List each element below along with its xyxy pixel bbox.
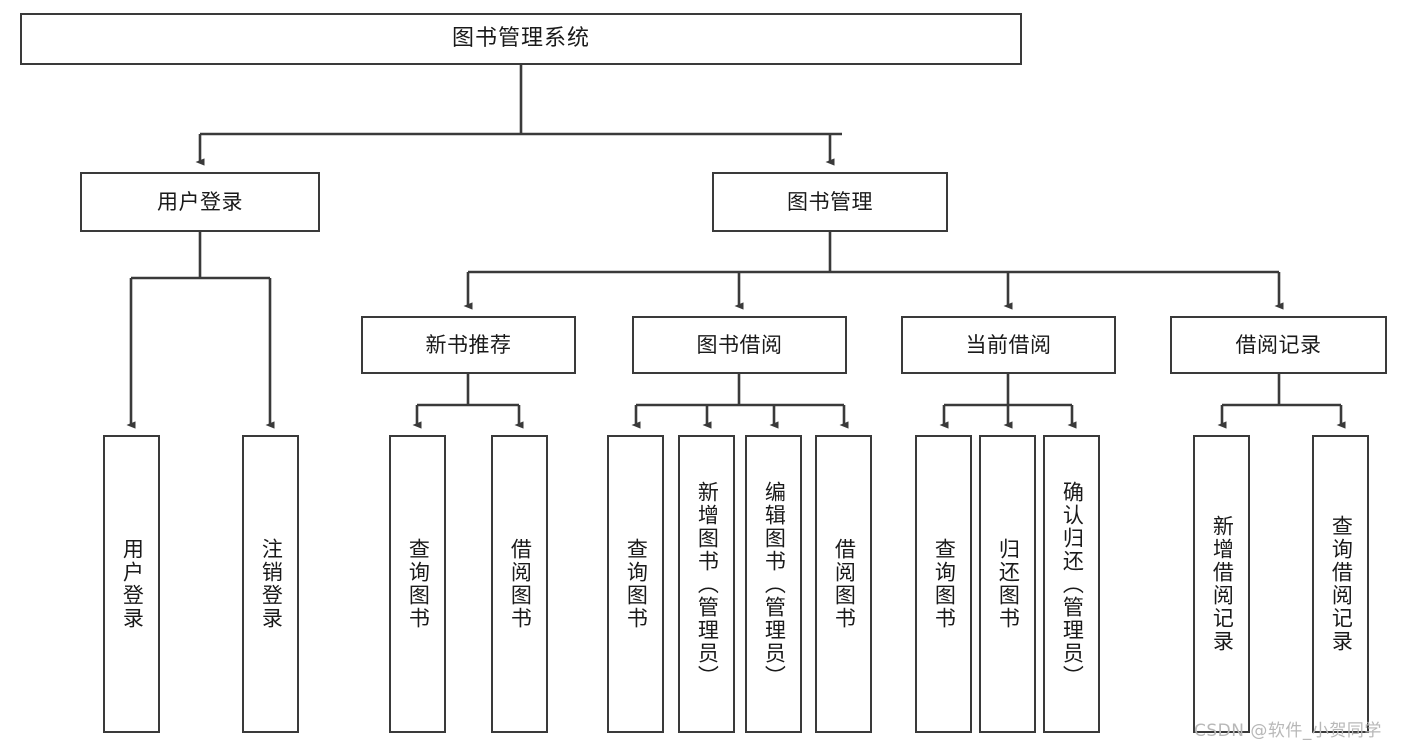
node-label: 新增借阅记录 [1210, 515, 1235, 653]
node-label: 查询借阅记录 [1329, 515, 1354, 653]
node-label: 归还图书 [996, 538, 1021, 630]
node-label: 注销登录 [259, 538, 284, 630]
leaf-borrow-borrow-book[interactable]: 借阅图书 [815, 435, 872, 733]
node-label: 新增图书（管理员） [695, 480, 720, 688]
node-label: 编辑图书（管理员） [762, 480, 787, 688]
leaf-records-add-record[interactable]: 新增借阅记录 [1193, 435, 1250, 733]
node-label: 图书借阅 [696, 332, 783, 357]
node-label: 借阅图书 [832, 538, 857, 630]
watermark-text: CSDN @软件_小贺同学 [1194, 721, 1382, 741]
node-label: 借阅图书 [508, 538, 533, 630]
node-user-login[interactable]: 用户登录 [80, 172, 320, 232]
node-new-book-recommend[interactable]: 新书推荐 [361, 316, 576, 374]
node-current-borrow[interactable]: 当前借阅 [901, 316, 1116, 374]
leaf-current-query-book[interactable]: 查询图书 [915, 435, 972, 733]
leaf-newbook-borrow-book[interactable]: 借阅图书 [491, 435, 548, 733]
node-label: 查询图书 [624, 538, 649, 630]
leaf-records-query-record[interactable]: 查询借阅记录 [1312, 435, 1369, 733]
leaf-user-login[interactable]: 用户登录 [103, 435, 160, 733]
leaf-user-logout[interactable]: 注销登录 [242, 435, 299, 733]
node-label: 图书管理系统 [451, 26, 590, 52]
node-label: 确认归还（管理员） [1060, 480, 1085, 688]
node-label: 新书推荐 [425, 332, 512, 357]
leaf-current-return-book[interactable]: 归还图书 [979, 435, 1036, 733]
node-label: 借阅记录 [1235, 332, 1322, 357]
node-label: 用户登录 [120, 538, 145, 630]
node-label: 图书管理 [787, 189, 873, 214]
node-root-system[interactable]: 图书管理系统 [20, 13, 1022, 65]
leaf-borrow-edit-book-admin[interactable]: 编辑图书（管理员） [745, 435, 802, 733]
node-label: 用户登录 [157, 189, 243, 214]
node-label: 查询图书 [406, 538, 431, 630]
leaf-borrow-add-book-admin[interactable]: 新增图书（管理员） [678, 435, 735, 733]
node-book-borrow[interactable]: 图书借阅 [632, 316, 847, 374]
node-label: 查询图书 [932, 538, 957, 630]
node-label: 当前借阅 [965, 332, 1052, 357]
leaf-newbook-query-book[interactable]: 查询图书 [389, 435, 446, 733]
node-book-management[interactable]: 图书管理 [712, 172, 948, 232]
leaf-borrow-query-book[interactable]: 查询图书 [607, 435, 664, 733]
leaf-current-confirm-return-admin[interactable]: 确认归还（管理员） [1043, 435, 1100, 733]
node-borrow-records[interactable]: 借阅记录 [1170, 316, 1387, 374]
